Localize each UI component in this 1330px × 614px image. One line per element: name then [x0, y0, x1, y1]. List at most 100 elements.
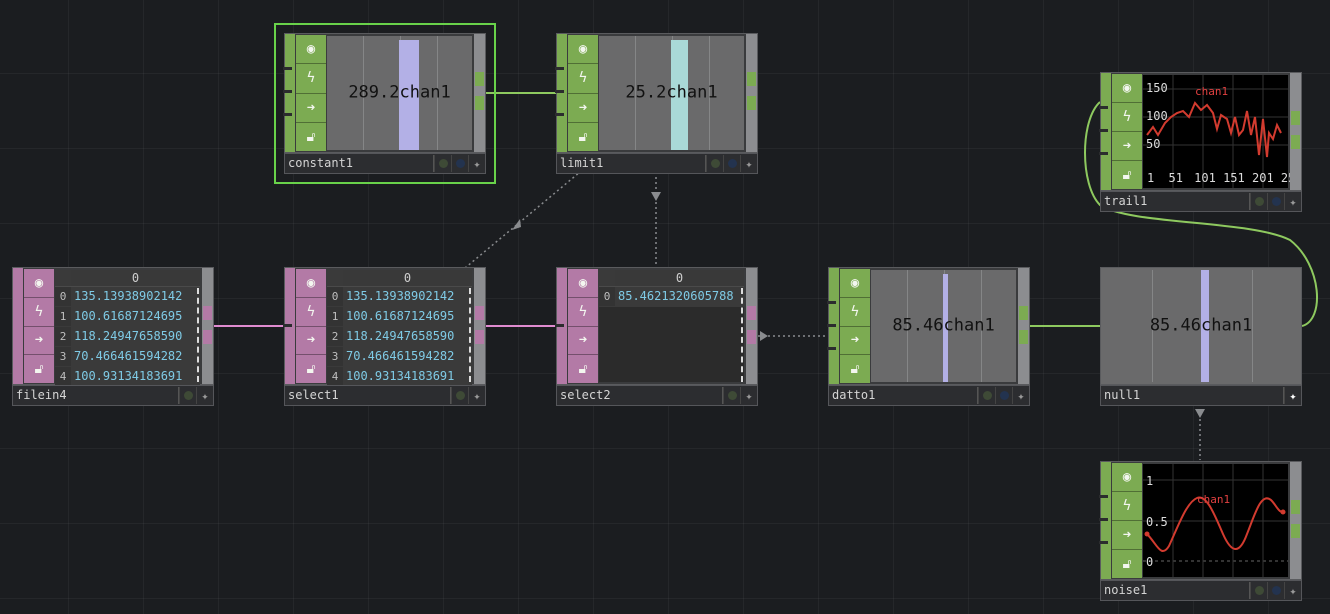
channel-name: chan1	[1195, 85, 1229, 98]
bypass-icon[interactable]: ϟ	[568, 298, 598, 327]
display-flag[interactable]	[1250, 193, 1267, 210]
expand-icon[interactable]: ✦	[196, 387, 213, 404]
display-flag[interactable]	[451, 387, 468, 404]
viewer-icon[interactable]: ◉	[568, 35, 598, 65]
output-connector[interactable]	[1291, 524, 1300, 538]
output-strip	[474, 268, 485, 384]
node-name[interactable]: select1	[286, 387, 451, 404]
output-connector[interactable]	[475, 72, 484, 86]
cook-arrow-icon[interactable]: ➜	[296, 327, 326, 356]
lock-icon[interactable]: 🔓︎	[850, 361, 860, 378]
cook-arrow-icon[interactable]: ➜	[1112, 521, 1142, 550]
node-name[interactable]: datto1	[830, 387, 978, 404]
render-flag[interactable]	[451, 155, 468, 172]
lock-icon[interactable]: 🔓︎	[306, 128, 316, 145]
output-connector[interactable]	[475, 330, 484, 344]
render-flag[interactable]	[1267, 582, 1284, 599]
bypass-icon[interactable]: ϟ	[1112, 103, 1142, 132]
render-flag[interactable]	[1267, 193, 1284, 210]
bypass-icon[interactable]: ϟ	[296, 64, 326, 94]
node-limit1[interactable]: ◉ ϟ ➜ 🔓︎ 25.2chan1 limit1 ✦	[555, 33, 758, 174]
node-constant1[interactable]: ◉ ϟ ➜ 🔓︎ 289.2chan1 constant1 ✦	[283, 33, 486, 174]
viewer-icon[interactable]: ◉	[24, 269, 54, 298]
lock-icon[interactable]: 🔓︎	[34, 361, 44, 378]
cook-arrow-icon[interactable]: ➜	[296, 94, 326, 123]
display-flag[interactable]	[723, 387, 740, 404]
output-connector[interactable]	[475, 96, 484, 110]
node-name[interactable]: null1	[1102, 387, 1284, 404]
node-name[interactable]: constant1	[286, 155, 434, 172]
display-flag[interactable]	[978, 387, 995, 404]
viewer-icon[interactable]: ◉	[296, 269, 326, 298]
node-datto1[interactable]: ◉ ϟ ➜ 🔓︎ 85.46chan1 datto1 ✦	[827, 267, 1030, 406]
cook-arrow-icon[interactable]: ➜	[24, 327, 54, 356]
bypass-icon[interactable]: ϟ	[24, 298, 54, 327]
bypass-icon[interactable]: ϟ	[840, 298, 870, 327]
node-name[interactable]: filein4	[14, 387, 179, 404]
cook-arrow-icon[interactable]: ➜	[568, 327, 598, 356]
column-header: 0	[71, 270, 200, 286]
output-connector[interactable]	[475, 306, 484, 320]
cook-arrow-icon[interactable]: ➜	[1112, 132, 1142, 161]
expand-icon[interactable]: ✦	[1012, 387, 1029, 404]
output-connector[interactable]	[747, 306, 756, 320]
viewer-icon[interactable]: ◉	[296, 35, 326, 65]
output-connector[interactable]	[1291, 135, 1300, 149]
output-connector[interactable]	[1019, 330, 1028, 344]
expand-icon[interactable]: ✦	[740, 387, 757, 404]
expand-icon[interactable]: ✦	[1284, 582, 1301, 599]
viewer-icon[interactable]: ◉	[568, 269, 598, 298]
display-flag[interactable]	[179, 387, 196, 404]
node-null1[interactable]: 85.46chan1 null1 ✦	[1100, 267, 1302, 406]
display-flag[interactable]	[1250, 582, 1267, 599]
viewer-icon[interactable]: ◉	[1112, 463, 1142, 492]
output-connector[interactable]	[1291, 111, 1300, 125]
expand-icon[interactable]: ✦	[740, 155, 757, 172]
output-connector[interactable]	[747, 330, 756, 344]
viewer-icon[interactable]: ◉	[840, 269, 870, 298]
expand-icon[interactable]: ✦	[1284, 193, 1301, 210]
input-strip	[557, 34, 567, 152]
output-connector[interactable]	[203, 306, 212, 320]
node-noise1[interactable]: ◉ ϟ ➜ 🔓︎ 1 0.5 0	[1099, 461, 1302, 601]
display-flag[interactable]	[434, 155, 451, 172]
lock-icon[interactable]: 🔓︎	[1122, 556, 1132, 572]
output-connector[interactable]	[203, 330, 212, 344]
lock-icon[interactable]: 🔓︎	[306, 361, 316, 378]
node-name[interactable]: limit1	[558, 155, 706, 172]
input-strip	[285, 34, 295, 152]
render-flag[interactable]	[995, 387, 1012, 404]
output-connector[interactable]	[1019, 306, 1028, 320]
trail-graph: 150 100 50 chan1 1 51 101 151 201 25	[1143, 75, 1295, 188]
cook-arrow-icon[interactable]: ➜	[840, 327, 870, 356]
lock-icon[interactable]: 🔓︎	[1122, 167, 1132, 183]
node-trail1[interactable]: ◉ ϟ ➜ 🔓︎ 150 100 50 chan1	[1099, 72, 1302, 212]
output-connector[interactable]	[747, 96, 756, 110]
node-footer: null1 ✦	[1100, 385, 1302, 406]
expand-icon[interactable]: ✦	[468, 155, 485, 172]
bypass-icon[interactable]: ϟ	[296, 298, 326, 327]
expand-icon[interactable]: ✦	[468, 387, 485, 404]
viewer-icon[interactable]: ◉	[1112, 74, 1142, 103]
bypass-icon[interactable]: ϟ	[1112, 492, 1142, 521]
bypass-icon[interactable]: ϟ	[568, 64, 598, 94]
node-name[interactable]: select2	[558, 387, 723, 404]
node-name[interactable]: trail1	[1102, 193, 1250, 210]
output-connector[interactable]	[1291, 500, 1300, 514]
node-name[interactable]: noise1	[1102, 582, 1250, 599]
output-connector[interactable]	[747, 72, 756, 86]
cook-arrow-icon[interactable]: ➜	[568, 94, 598, 123]
lock-icon[interactable]: 🔓︎	[578, 128, 588, 145]
lock-icon[interactable]: 🔓︎	[578, 361, 588, 378]
expand-icon[interactable]: ✦	[1284, 387, 1301, 404]
render-flag[interactable]	[723, 155, 740, 172]
display-flag[interactable]	[706, 155, 723, 172]
